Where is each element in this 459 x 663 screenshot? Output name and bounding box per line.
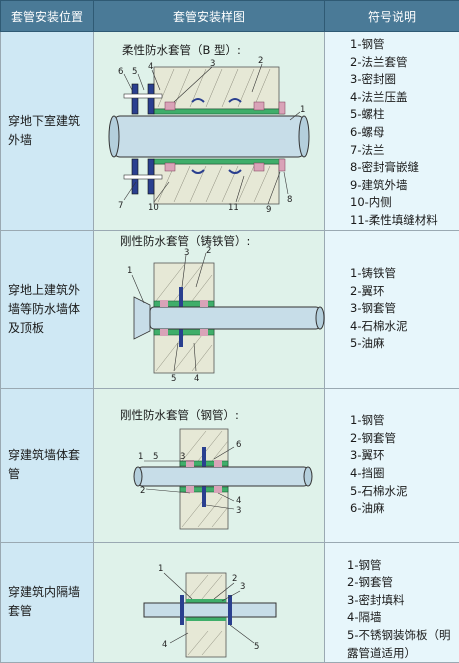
header-legend: 符号说明 — [325, 1, 459, 32]
callout-5: 5 — [254, 642, 259, 652]
callout-11: 11 — [228, 203, 239, 213]
callout-1: 1 — [127, 266, 132, 276]
callout-6: 6 — [118, 67, 123, 77]
legend-item: 3-密封填料 — [347, 592, 459, 610]
callout-2: 2 — [206, 246, 211, 256]
steel-sleeve-diagram: 1 5 3 6 2 4 3 — [94, 389, 325, 543]
callout-7: 7 — [118, 201, 123, 211]
callout-8: 8 — [287, 195, 292, 205]
legend-item: 7-法兰 — [350, 142, 459, 160]
callout-3b: 3 — [236, 506, 241, 516]
callout-2: 2 — [232, 574, 237, 584]
legend-item: 3-密封圈 — [350, 71, 459, 89]
legend-item: 2-翼环 — [350, 283, 459, 301]
legend-list: 1-钢管 2-钢套管 3-翼环 4-挡圈 5-石棉水泥 6-油麻 — [325, 412, 459, 518]
callout-4: 4 — [162, 640, 167, 650]
legend-item: 1-铸铁管 — [350, 265, 459, 283]
legend-item: 1-钢管 — [350, 36, 459, 54]
legend-item: 露管道适用） — [347, 645, 459, 663]
partition-sleeve-diagram: 1 2 3 4 5 — [94, 543, 325, 659]
table-header-row: 套管安装位置 套管安装样图 符号说明 — [1, 1, 459, 32]
legend-item: 4-石棉水泥 — [350, 318, 459, 336]
callout-4: 4 — [236, 496, 241, 506]
legend-item: 11-柔性填缝材料 — [350, 212, 459, 230]
callout-1: 1 — [158, 564, 163, 574]
legend-cell: 1-钢管 2-法兰套管 3-密封圈 4-法兰压盖 5-螺柱 6-螺母 7-法兰 … — [325, 32, 459, 231]
callout-6: 6 — [236, 440, 241, 450]
figure-cell: 刚性防水套管（钢管）: — [94, 388, 325, 542]
legend-item: 9-建筑外墙 — [350, 177, 459, 195]
location-text: 穿地上建筑外墙等防水墙体及顶板 — [8, 281, 90, 338]
legend-item: 1-钢管 — [350, 412, 459, 430]
flexible-sleeve-diagram: 6 5 4 3 2 1 7 10 11 9 8 — [94, 32, 325, 226]
legend-item: 4-法兰压盖 — [350, 89, 459, 107]
legend-cell: 1-铸铁管 2-翼环 3-钢套管 4-石棉水泥 5-油麻 — [325, 230, 459, 388]
legend-item: 2-法兰套管 — [350, 54, 459, 72]
callout-9: 9 — [266, 205, 271, 215]
callout-4: 4 — [148, 62, 153, 72]
callout-1: 1 — [138, 452, 143, 462]
location-cell: 穿建筑内隔墙套管 — [1, 542, 94, 663]
legend-item: 3-钢套管 — [350, 300, 459, 318]
callout-2: 2 — [258, 56, 263, 66]
callout-3: 3 — [210, 59, 215, 69]
callout-1: 1 — [300, 105, 305, 115]
table-row: 穿建筑内隔墙套管 1 — [1, 542, 459, 663]
legend-item: 10-内侧 — [350, 194, 459, 212]
legend-list: 1-钢管 2-钢套管 3-密封填料 4-隔墙 5-不锈钢装饰板（明 露管道适用） — [325, 543, 459, 663]
legend-cell: 1-钢管 2-钢套管 3-密封填料 4-隔墙 5-不锈钢装饰板（明 露管道适用） — [325, 542, 459, 663]
location-text: 穿建筑内隔墙套管 — [8, 583, 90, 621]
table-row: 穿地下室建筑外墙 柔性防水套管（B 型）: — [1, 32, 459, 231]
figure-cell: 1 2 3 4 5 — [94, 542, 325, 663]
callout-5: 5 — [153, 452, 158, 462]
legend-item: 6-螺母 — [350, 124, 459, 142]
legend-list: 1-铸铁管 2-翼环 3-钢套管 4-石棉水泥 5-油麻 — [325, 265, 459, 353]
legend-item: 6-油麻 — [350, 500, 459, 518]
header-location: 套管安装位置 — [1, 1, 94, 32]
callout-5: 5 — [171, 374, 176, 384]
location-text: 穿地下室建筑外墙 — [8, 112, 88, 150]
location-cell: 穿建筑墙体套管 — [1, 388, 94, 542]
legend-cell: 1-钢管 2-钢套管 3-翼环 4-挡圈 5-石棉水泥 6-油麻 — [325, 388, 459, 542]
legend-item: 8-密封膏嵌缝 — [350, 159, 459, 177]
cast-iron-sleeve-diagram: 3 2 1 5 4 — [94, 231, 325, 389]
callout-3: 3 — [180, 452, 185, 462]
legend-item: 4-挡圈 — [350, 465, 459, 483]
table-row: 穿建筑墙体套管 刚性防水套管（钢管）: — [1, 388, 459, 542]
figure-cell: 刚性防水套管（铸铁管）: — [94, 230, 325, 388]
callout-2: 2 — [140, 486, 145, 496]
legend-item: 5-油麻 — [350, 335, 459, 353]
header-figure: 套管安装样图 — [94, 1, 325, 32]
callout-3: 3 — [240, 582, 245, 592]
legend-item: 5-石棉水泥 — [350, 483, 459, 501]
location-text: 穿建筑墙体套管 — [8, 446, 90, 484]
callout-4: 4 — [194, 374, 199, 384]
legend-item: 1-钢管 — [347, 557, 459, 575]
legend-list: 1-钢管 2-法兰套管 3-密封圈 4-法兰压盖 5-螺柱 6-螺母 7-法兰 … — [325, 32, 459, 230]
legend-item: 3-翼环 — [350, 447, 459, 465]
location-cell: 穿地上建筑外墙等防水墙体及顶板 — [1, 230, 94, 388]
legend-item: 2-钢套管 — [347, 574, 459, 592]
legend-item: 5-不锈钢装饰板（明 — [347, 627, 459, 645]
callout-5: 5 — [132, 67, 137, 77]
legend-item: 4-隔墙 — [347, 609, 459, 627]
callout-10: 10 — [148, 203, 159, 213]
legend-item: 5-螺柱 — [350, 106, 459, 124]
table-row: 穿地上建筑外墙等防水墙体及顶板 刚性防水套管（铸铁管）: — [1, 230, 459, 388]
location-cell: 穿地下室建筑外墙 — [1, 32, 94, 231]
legend-item: 2-钢套管 — [350, 430, 459, 448]
figure-cell: 柔性防水套管（B 型）: — [94, 32, 325, 231]
callout-3: 3 — [184, 248, 189, 258]
